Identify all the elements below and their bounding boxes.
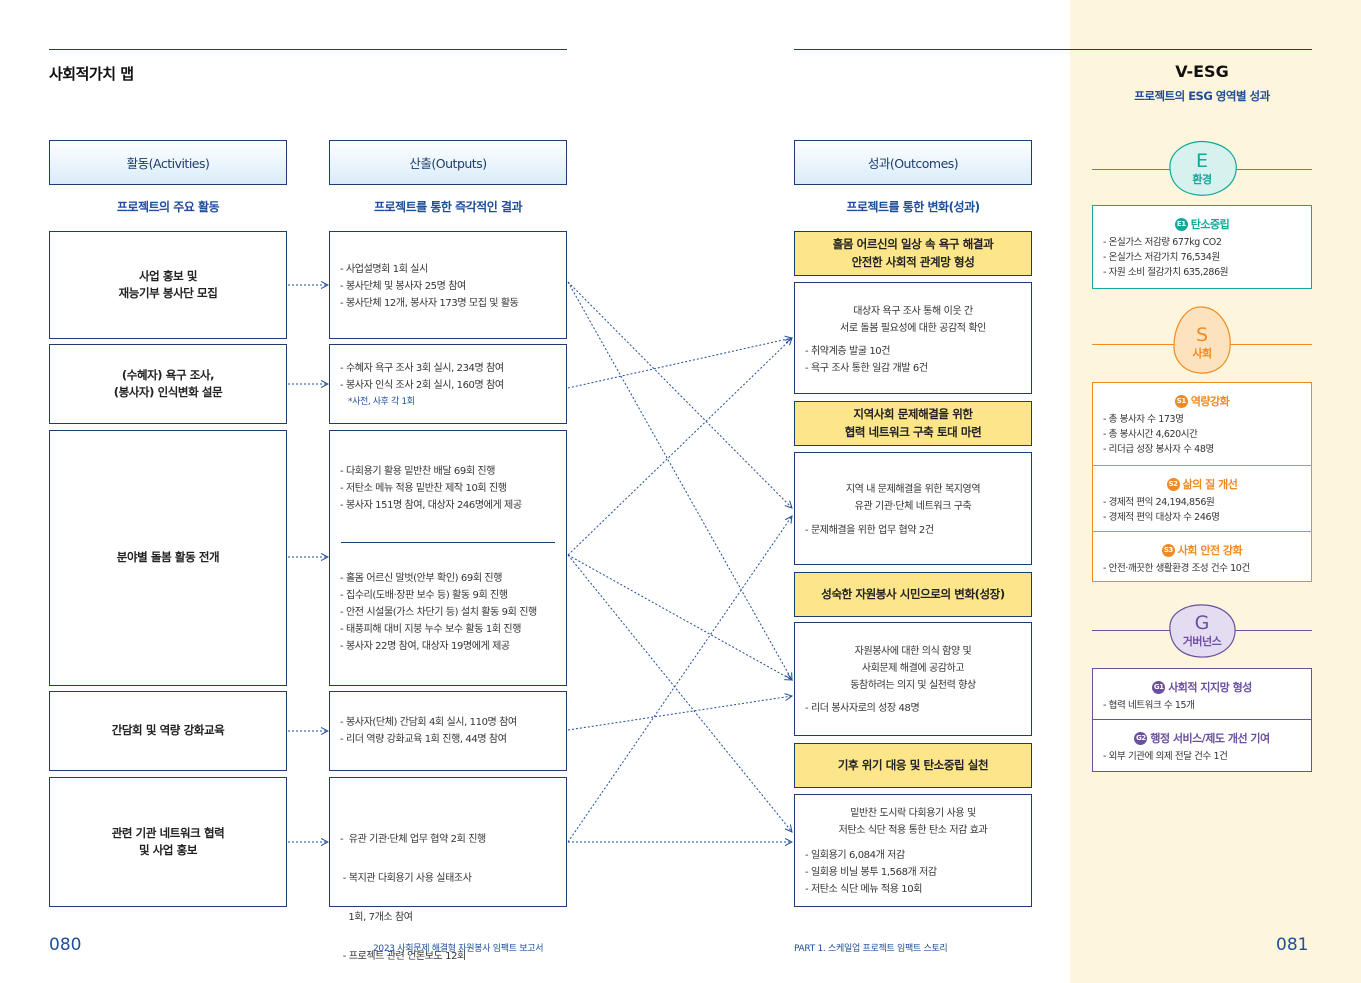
activity-line: 재능기부 봉사단 모집 [118, 286, 218, 300]
arrow [567, 338, 792, 556]
s3-badge-icon: S3 [1161, 543, 1175, 557]
page-number-right: 081 [1276, 935, 1309, 955]
s-blob: S 사회 [1192, 324, 1212, 360]
activity-line: 분야별 돌봄 활동 전개 [116, 550, 220, 565]
arrow [567, 554, 792, 680]
activity-line: 간담회 및 역량 강화교육 [111, 723, 225, 738]
e-blob-shape [1169, 140, 1237, 196]
activity-box: 간담회 및 역량 강화교육 [49, 691, 287, 771]
g-blob: G 거버넌스 [1182, 612, 1222, 648]
e1-badge-icon: E1 [1174, 217, 1188, 231]
activity-line: 및 사업 홍보 [138, 843, 198, 857]
outcome-title: 기후 위기 대응 및 탄소중립 실천 [794, 743, 1032, 788]
output-line: - 사업설명회 1회 실시 [340, 264, 428, 275]
e-blob: E 환경 [1192, 150, 1212, 186]
output-line: - 다회용기 활용 밑반찬 배달 69회 진행 [340, 466, 496, 477]
vesg-title: V-ESG [1175, 62, 1229, 81]
outcomes-header: 성과(Outcomes) [794, 140, 1032, 185]
g2-badge-icon: G2 [1134, 731, 1148, 745]
output-box: - 유관 기관·단체 업무 협약 2회 진행 - 복지관 다회용기 사용 실태조… [329, 777, 567, 962]
output-line: - 유관 기관·단체 업무 협약 2회 진행 [340, 834, 486, 845]
output-line: - 수혜자 욕구 조사 3회 실시, 234명 참여 [340, 363, 504, 374]
s-blob-shape [1173, 306, 1231, 374]
s1-badge-icon: S1 [1174, 394, 1188, 408]
output-line: - 태풍피해 대비 지붕 누수 보수 활동 1회 진행 [340, 624, 522, 635]
footer-text-right: PART 1. 스케일업 프로젝트 임팩트 스토리 [794, 944, 948, 954]
output-line: - 봉사자 인식 조사 2회 실시, 160명 참여 [340, 380, 504, 391]
activities-subheader: 프로젝트의 주요 활동 [116, 200, 220, 214]
output-line: - 봉사자 22명 참여, 대상자 19명에게 제공 [340, 641, 510, 652]
g1-badge-icon: G1 [1152, 680, 1166, 694]
arrow [567, 338, 792, 389]
outcomes-subheader: 프로젝트를 통한 변화(성과) [846, 200, 980, 214]
footer-text-left: 2023 사회문제 해결형 자원봉사 임팩트 보고서 [373, 944, 544, 954]
output-line: - 홀몸 어르신 말벗(안부 확인) 69회 진행 [340, 573, 503, 584]
output-line: - 리더 역량 강화교육 1회 진행, 44명 참여 [340, 734, 507, 745]
activity-box: 분야별 돌봄 활동 전개 [49, 430, 287, 686]
output-line: 1회, 7개소 참여 [340, 912, 413, 923]
output-line: - 집수리(도배·장판 보수 등) 활동 9회 진행 [340, 590, 508, 601]
output-line: - 저탄소 메뉴 적용 밑반찬 제작 10회 진행 [340, 483, 507, 494]
output-line: - 봉사자 151명 참여, 대상자 246명에게 제공 [340, 500, 522, 511]
output-line: - 안전 시설물(가스 차단기 등) 설치 활동 9회 진행 [340, 607, 537, 618]
output-box: - 수혜자 욕구 조사 3회 실시, 234명 참여 - 봉사자 인식 조사 2… [329, 344, 567, 424]
arrow [567, 554, 792, 832]
vesg-subtitle: 프로젝트의 ESG 영역별 성과 [1134, 89, 1270, 103]
outputs-subheader: 프로젝트를 통한 즉각적인 결과 [373, 200, 523, 214]
arrow [567, 696, 792, 731]
s2-badge-icon: S2 [1166, 477, 1180, 491]
page-number-left: 080 [49, 935, 82, 955]
arrow [567, 281, 792, 680]
output-line: - 프로젝트 관련 언론보도 12회 [340, 951, 466, 962]
activity-line: 관련 기관 네트워크 협력 [111, 825, 225, 840]
activity-box: (수혜자) 욕구 조사, (봉사자) 인식변화 설문 [49, 344, 287, 424]
left-top-rule [49, 49, 567, 50]
activity-line: (수혜자) 욕구 조사, [121, 367, 215, 382]
output-line: - 봉사단체 12개, 봉사자 173명 모집 및 활동 [340, 298, 519, 309]
activities-header: 활동(Activities) [49, 140, 287, 185]
output-box: - 봉사자(단체) 간담회 4회 실시, 110명 참여 - 리더 역량 강화교… [329, 691, 567, 771]
output-note: *사전, 사후 각 1회 [348, 397, 415, 407]
page-title: 사회적가치 맵 [49, 65, 134, 83]
output-box: - 사업설명회 1회 실시 - 봉사단체 및 봉사자 25명 참여 - 봉사단체… [329, 231, 567, 339]
activity-line: (봉사자) 인식변화 설문 [113, 385, 223, 399]
g-blob-shape [1169, 604, 1236, 658]
vesg-top-rule [1092, 49, 1312, 50]
outputs-header: 산출(Outputs) [329, 140, 567, 185]
output-box: - 다회용기 활용 밑반찬 배달 69회 진행 - 저탄소 메뉴 적용 밑반찬 … [329, 430, 567, 686]
output-divider [341, 542, 555, 543]
arrow [567, 281, 792, 508]
output-line: - 봉사자(단체) 간담회 4회 실시, 110명 참여 [340, 717, 517, 728]
arrow [567, 516, 792, 843]
output-line: - 봉사단체 및 봉사자 25명 참여 [340, 281, 466, 292]
outcome-title: 성숙한 자원봉사 시민으로의 변화(성장) [794, 572, 1032, 617]
output-line: - 복지관 다회용기 사용 실태조사 [340, 873, 472, 884]
activity-line: 사업 홍보 및 [138, 268, 198, 283]
right-top-rule [794, 49, 1312, 50]
